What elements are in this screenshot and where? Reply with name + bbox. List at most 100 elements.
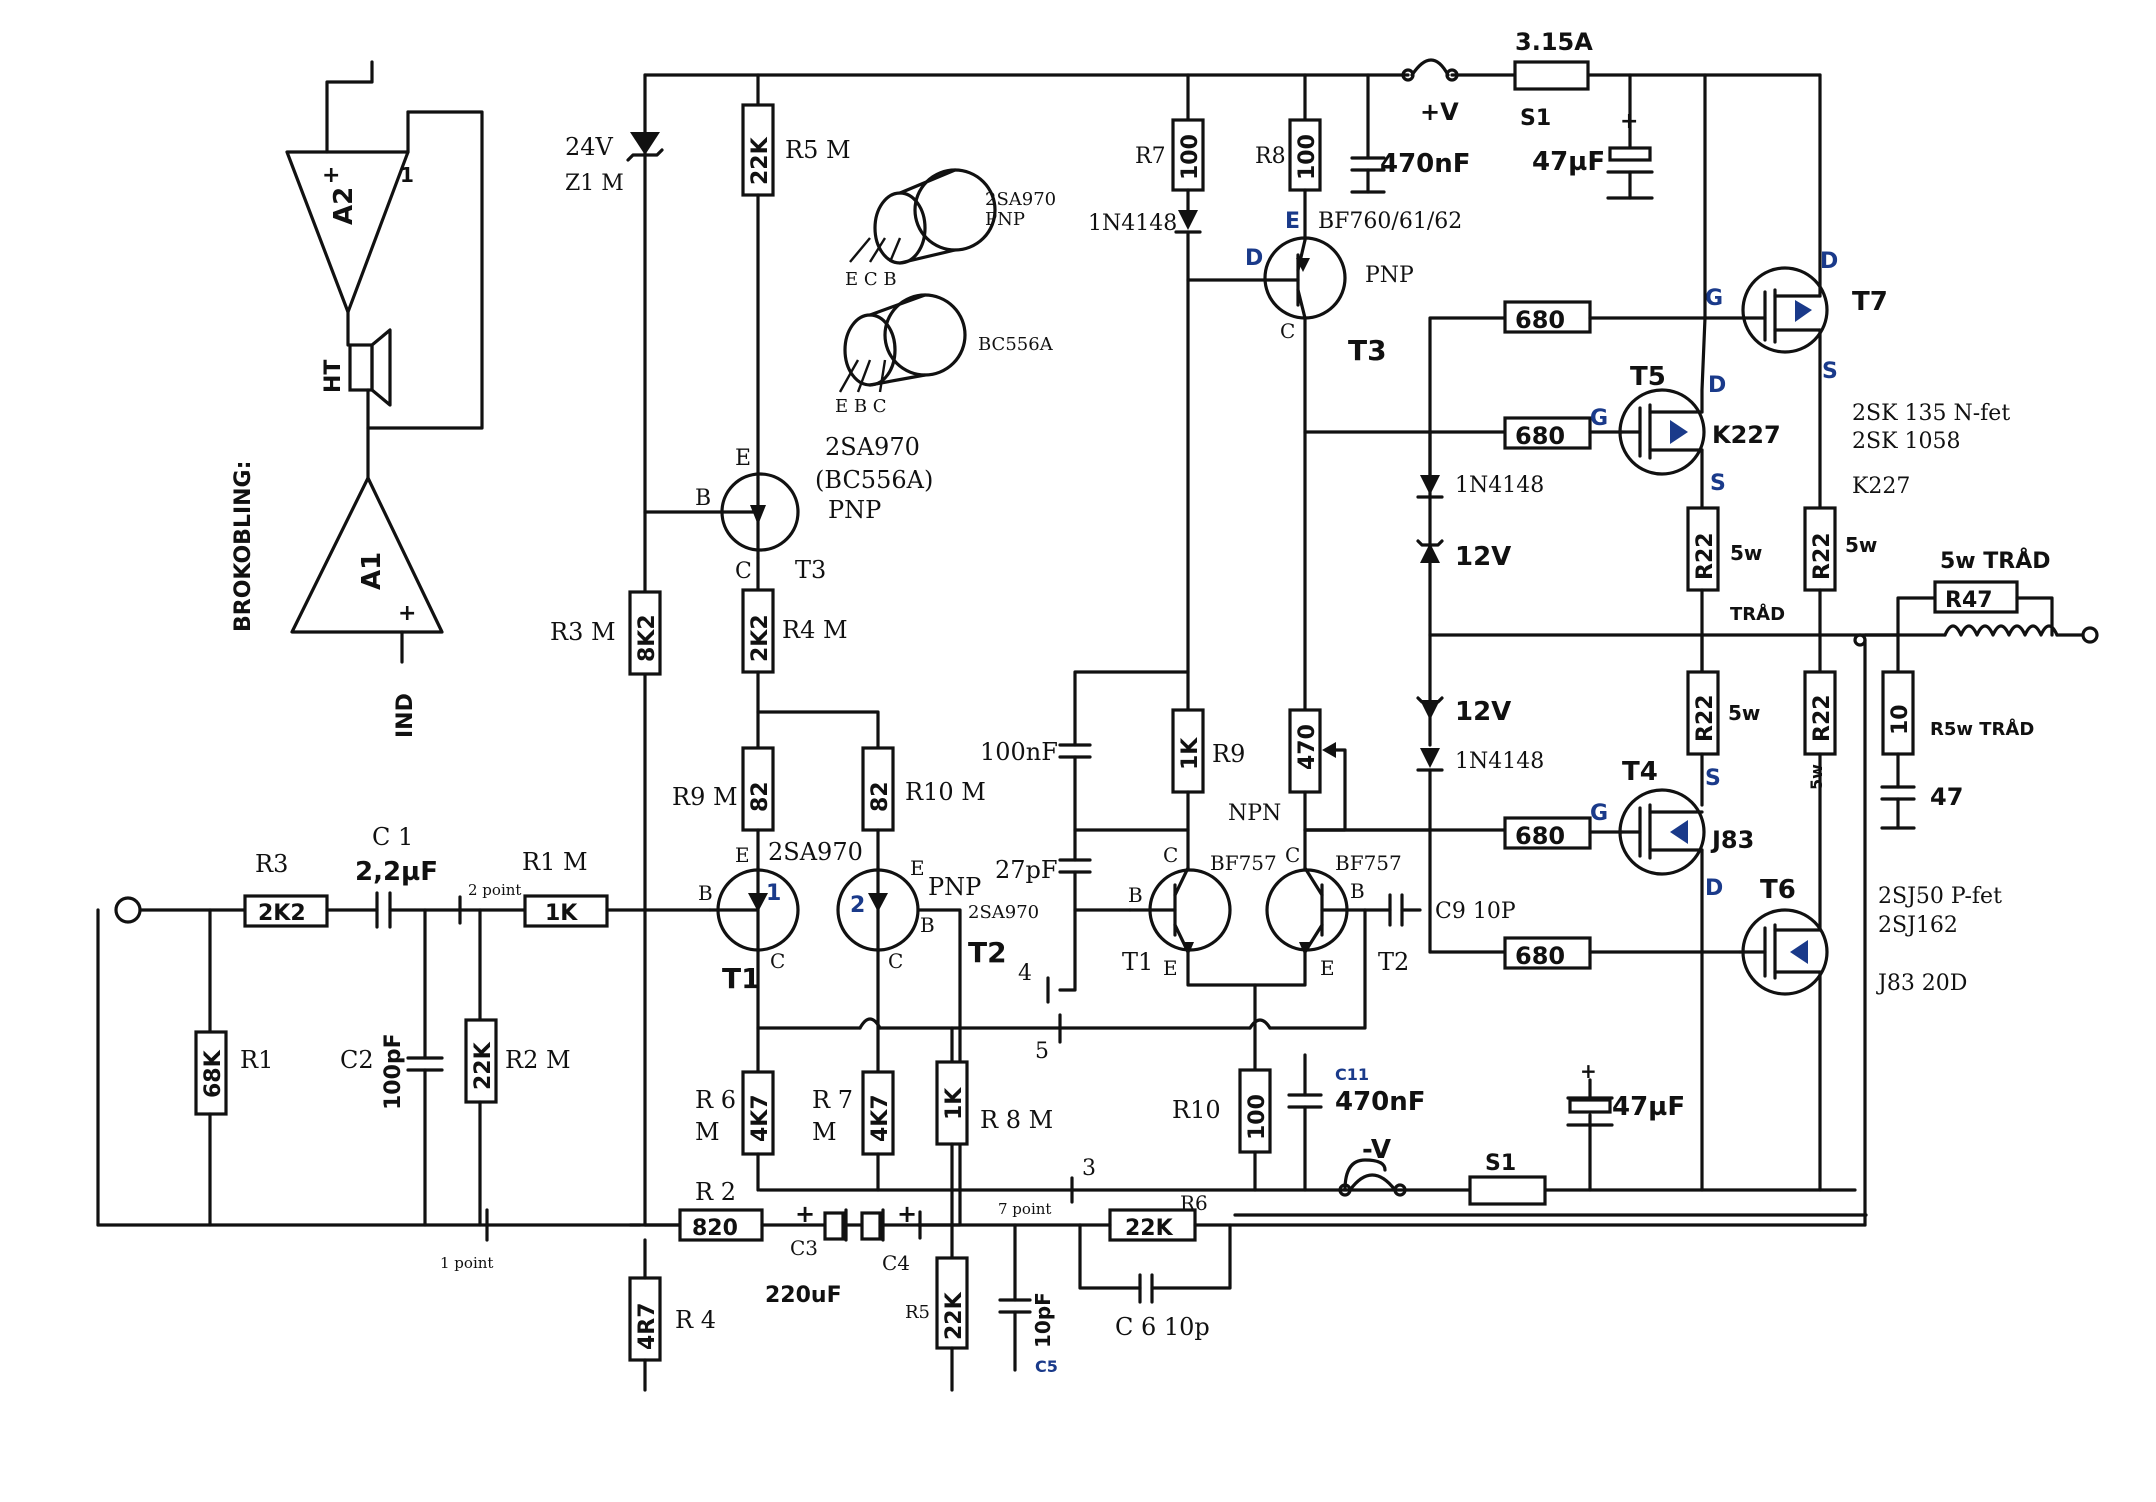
transistor-t3-left: E B C T3 2SA970 (BC556A) PNP [643,433,933,584]
resistor-r7m: 4K7 R 7 M [812,1070,895,1192]
to92-top-type: PNP [985,209,1025,230]
nfet-part-3: K227 [1852,474,1910,499]
mosfet-t5: G D S T5 K227 [1590,316,1781,510]
r4-label: R 4 [675,1306,716,1334]
r7m-label1: R 7 [812,1086,853,1114]
r1m-label: R1 M [522,848,588,876]
capacitor-c9: C9 10P [1363,893,1516,927]
rails [628,73,1868,1227]
c-27pf-label: 27pF [995,856,1058,884]
point-1-label: 1 point [440,1254,493,1272]
t1-pnp-e: E [735,843,750,867]
sr-t5-value: R22 [1693,532,1718,580]
r5-value: 22K [942,1291,967,1340]
sr-t5-w: 5w [1730,541,1762,565]
r5m-label: R5 M [785,136,851,164]
t3-right-label: T3 [1348,334,1387,367]
z1-label: Z1 M [565,171,624,196]
r7m-value: 4K7 [868,1094,893,1142]
t2-pnp-label: T2 [968,936,1007,969]
t1-npn-e: E [1163,956,1178,980]
t3-left-part: 2SA970 [825,433,920,461]
t3-right-part: BF760/61/62 [1318,209,1462,234]
bias-d-top: 1N4148 [1455,473,1544,498]
source-resistor-t5: R22 5w [1686,506,1762,674]
node-3-label: 3 [1082,1156,1096,1181]
r1-label: R1 [240,1046,273,1074]
gate-r-t5-value: 680 [1515,422,1565,450]
node-5-line: 5 [756,908,1367,1064]
r10-value: 100 [1245,1094,1270,1140]
t2-pnp-num: 2 [850,893,865,918]
c5-value: 10pF [1031,1292,1055,1348]
gate-r-t7-value: 680 [1515,306,1565,334]
t2-npn-label: T2 [1378,948,1409,976]
r10m-value: 82 [868,781,893,812]
gate-resistor-t4: 680 [1503,816,1624,850]
to92-pinout-bottom: E B C BC556A [835,293,1054,417]
t2-npn-c: C [1285,843,1300,867]
t3-left-c: C [735,559,752,584]
bias-d-bot: 1N4148 [1455,749,1544,774]
t5-label: T5 [1630,362,1666,392]
sr-t4-value: R22 [1693,694,1718,742]
resistor-r10m: 82 R10 M [861,746,986,870]
nfet-part-1: 2SK 135 N-fet [1852,401,2010,426]
bridge-a2-plus: + [322,163,340,188]
supply-fuse-rating: 3.15A [1515,28,1593,56]
c2-label: C2 [340,1046,374,1074]
bias-chain: 1N4148 12V 12V 1N4148 [1303,316,1822,954]
r8m-label: R 8 M [980,1106,1053,1134]
c11-label: C11 [1335,1065,1369,1084]
t2-npn-part: BF757 [1335,851,1402,875]
nfet-part-notes: 2SK 135 N-fet 2SK 1058 K227 [1852,401,2010,499]
t5-source: S [1710,471,1726,496]
r9-label: R9 [1212,740,1245,768]
output-r47-note: 5w TRÅD [1940,548,2051,574]
t2-pnp-type: PNP [928,873,981,901]
input-network: 2K2 R3 C 1 2,2µF 2 point 1K R1 M 68K R1 … [96,823,712,1272]
transistor-t1-npn: C B E BF757 T1 [1122,843,1307,987]
r3-label: R3 [255,850,288,878]
t1-npn-part: BF757 [1210,851,1277,875]
t3-left-type: PNP [828,496,881,524]
supply-minus-v: -V [1362,1135,1391,1165]
output-r47: R47 [1945,588,1993,613]
c11-value: 470nF [1335,1087,1426,1117]
point-2-label: 2 point [468,881,521,899]
bridge-a1-label: A1 [357,552,387,590]
r10m-label: R10 M [905,778,986,806]
resistor-r9m: 82 R9 M [672,746,775,870]
gate-resistor-t6: 680 [1503,936,1742,970]
resistor-r7: 100 R7 1N4148 1K R9 [1088,73,1267,870]
pot-type: NPN [1228,801,1281,826]
output-network: R47 5w TRÅD TRÅD 10 R5w TRÅD 47 [1730,548,2099,1227]
t1-pnp-num: 1 [766,881,781,906]
t3-left-label: T3 [795,556,826,584]
transistor-t2-npn: C B E BF757 T2 [1265,843,1409,980]
r2m-value: 22K [471,1041,496,1090]
t4-source: S [1705,766,1721,791]
pot-value: 470 [1295,724,1320,770]
to92-pinout-top: E C B 2SA970 PNP [845,168,1056,290]
to92-bottom-part: BC556A [978,334,1054,355]
t1-pnp-label: T1 [722,962,761,995]
supply-negative: -V S1 + 47µF [1338,1059,1685,1206]
t1-pnp-part: 2SA970 [768,838,863,866]
c1-value: 2,2µF [355,857,438,887]
gate-r-t6-value: 680 [1515,942,1565,970]
r6m-label2: M [695,1118,720,1146]
t1-npn-c: C [1163,843,1178,867]
resistor-r5m: 22K R5 M [741,73,851,480]
r4-value: 4R7 [635,1302,660,1350]
t4-part: J83 [1710,826,1754,854]
t3-right-c: C [1280,319,1295,343]
t4-label: T4 [1622,757,1658,787]
to92-top-pins: E C B [845,269,897,290]
to92-top-part: 2SA970 [985,189,1056,210]
r2m-label: R2 M [505,1046,571,1074]
t3-right-e: E [1285,209,1300,234]
t7-source: S [1822,359,1838,384]
t2-npn-b: B [1350,879,1365,903]
